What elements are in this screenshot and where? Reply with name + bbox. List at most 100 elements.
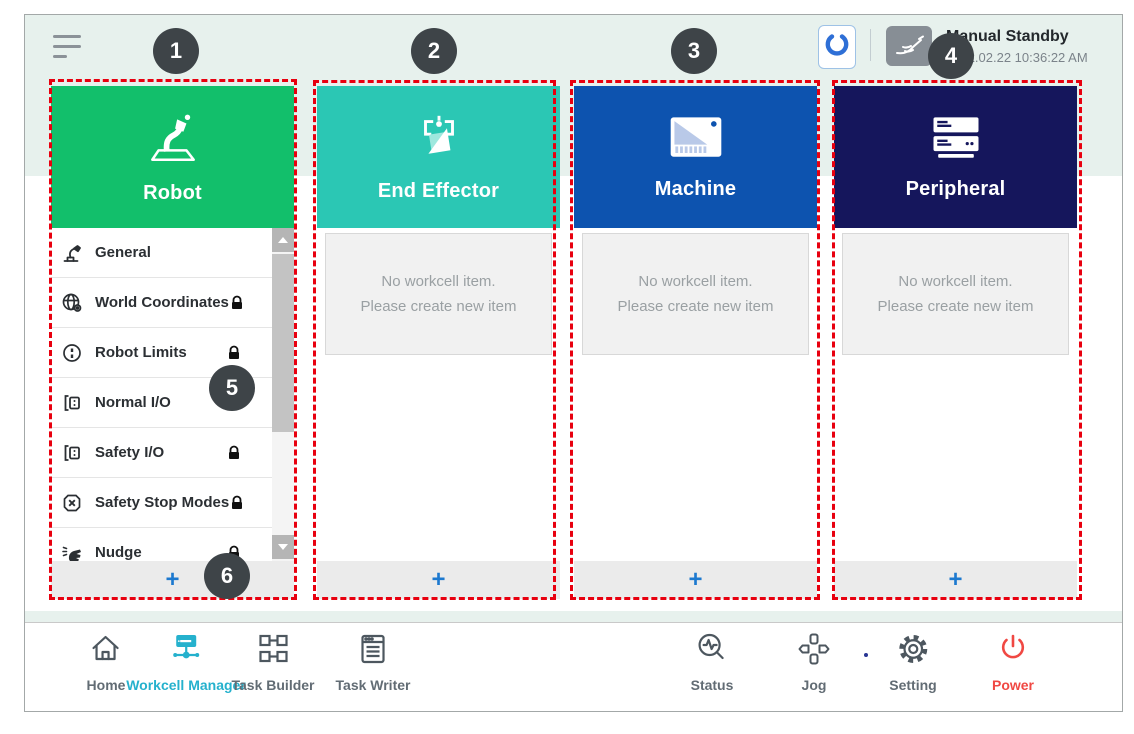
machine-add-item-button[interactable]: +	[574, 561, 817, 599]
peripheral-add-item-button[interactable]: +	[834, 561, 1077, 599]
peripheral-column: Peripheral No workcell item. Please crea…	[834, 86, 1077, 599]
list-item-normal-io[interactable]: Normal I/O	[51, 378, 272, 428]
nudge-icon	[61, 542, 87, 561]
empty-workcell-placeholder: No workcell item. Please create new item	[842, 233, 1069, 355]
machine-column: Machine No workcell item. Please create …	[574, 86, 817, 599]
machine-column-header: Machine	[574, 86, 817, 228]
lock-icon	[226, 545, 242, 561]
nav-label: Task Writer	[335, 677, 411, 693]
list-item-robot-limits[interactable]: Robot Limits	[51, 328, 272, 378]
nav-label: Task Builder	[231, 677, 315, 693]
home-icon	[88, 631, 124, 672]
end-effector-item-list: No workcell item. Please create new item	[317, 228, 560, 561]
plus-icon: +	[688, 566, 703, 593]
robot-arm-icon	[144, 109, 202, 172]
empty-line2: Please create new item	[877, 298, 1034, 315]
task-builder-icon	[255, 631, 291, 672]
empty-line1: No workcell item.	[898, 272, 1013, 290]
list-item-safety-stop-modes[interactable]: Safety Stop Modes	[51, 478, 272, 528]
hamburger-menu-icon[interactable]	[53, 35, 83, 61]
topbar-separator	[870, 29, 871, 61]
nav-power[interactable]: Power	[992, 631, 1034, 693]
task-writer-icon	[355, 631, 391, 672]
bottom-navigation-bar: Home Workcell Manager Task	[25, 622, 1122, 711]
scroll-down-button[interactable]	[272, 535, 294, 559]
empty-line1: No workcell item.	[638, 272, 753, 290]
robot-general-icon	[61, 242, 87, 264]
peripheral-item-list: No workcell item. Please create new item	[834, 228, 1077, 561]
end-effector-column-header: End Effector	[317, 86, 560, 228]
robot-status-indicator: Manual Standby 2022.02.22 10:36:22 AM	[946, 28, 1118, 65]
safety-io-icon	[61, 442, 87, 464]
list-item-world-coordinates[interactable]: World Coordinates	[51, 278, 272, 328]
scroll-down-icon	[278, 544, 288, 550]
nav-task-builder[interactable]: Task Builder	[232, 631, 315, 693]
world-coordinates-icon	[61, 292, 87, 314]
list-item-general[interactable]: General	[51, 228, 272, 278]
nav-setting[interactable]: Setting	[889, 631, 937, 693]
list-item-label: Robot Limits	[95, 344, 187, 361]
scrollbar-thumb[interactable]	[272, 254, 294, 432]
annotation-number-2: 2	[411, 28, 457, 74]
nav-jog[interactable]: Jog	[796, 631, 832, 693]
nav-label: Workcell Manager	[126, 677, 246, 693]
jog-dpad-icon	[796, 631, 832, 672]
gripper-mode-button[interactable]	[818, 25, 856, 69]
workcell-manager-icon	[168, 631, 204, 672]
plus-icon: +	[948, 566, 963, 593]
robot-column: Robot General	[51, 86, 294, 599]
empty-line2: Please create new item	[360, 298, 517, 315]
list-item-label: World Coordinates	[95, 294, 229, 311]
nav-status[interactable]: Status	[690, 631, 734, 693]
hand-icon	[893, 30, 925, 63]
machine-icon	[666, 113, 726, 168]
hand-guiding-button[interactable]	[886, 26, 932, 66]
peripheral-column-header: Peripheral	[834, 86, 1077, 228]
power-icon	[995, 631, 1031, 672]
machine-column-title: Machine	[654, 178, 737, 200]
nav-home[interactable]: Home	[87, 631, 125, 693]
app-window: Manual Standby 2022.02.22 10:36:22 AM Ro…	[24, 14, 1123, 712]
robot-column-title: Robot	[143, 182, 202, 204]
robot-limits-icon	[61, 342, 87, 364]
list-item-label: Safety Stop Modes	[95, 494, 230, 511]
lock-icon	[229, 295, 245, 311]
robot-add-item-button[interactable]: +	[51, 561, 294, 599]
scroll-up-button[interactable]	[272, 228, 294, 252]
list-item-label: Normal I/O	[95, 394, 171, 411]
end-effector-column-title: End Effector	[377, 180, 500, 202]
normal-io-icon	[61, 392, 87, 414]
server-rack-icon	[926, 113, 986, 168]
scroll-up-icon	[278, 237, 288, 243]
annotation-number-3: 3	[671, 28, 717, 74]
robot-mode-label: Manual Standby	[946, 28, 1069, 45]
nav-label: Power	[991, 677, 1035, 693]
system-timestamp: 2022.02.22 10:36:22 AM	[946, 50, 1088, 65]
gripper-icon	[411, 111, 467, 170]
list-item-label: Nudge	[95, 544, 142, 561]
robot-item-list: General World Coordinates	[51, 228, 294, 561]
lock-icon	[229, 495, 245, 511]
list-item-label: Safety I/O	[95, 444, 165, 461]
gear-icon	[895, 631, 931, 672]
status-monitor-icon	[694, 631, 730, 672]
nav-task-writer[interactable]: Task Writer	[335, 631, 411, 693]
empty-workcell-placeholder: No workcell item. Please create new item	[582, 233, 809, 355]
nav-label: Jog	[801, 677, 827, 693]
cursor-dot	[864, 653, 868, 657]
list-item-nudge[interactable]: Nudge	[51, 528, 272, 561]
empty-workcell-placeholder: No workcell item. Please create new item	[325, 233, 552, 355]
plus-icon: +	[165, 566, 180, 593]
nav-label: Status	[690, 677, 734, 693]
nav-label: Setting	[889, 677, 937, 693]
list-item-safety-io[interactable]: Safety I/O	[51, 428, 272, 478]
machine-item-list: No workcell item. Please create new item	[574, 228, 817, 561]
plus-icon: +	[431, 566, 446, 593]
peripheral-column-title: Peripheral	[905, 178, 1006, 200]
nav-workcell-manager[interactable]: Workcell Manager	[126, 631, 246, 693]
end-effector-add-item-button[interactable]: +	[317, 561, 560, 599]
empty-line2: Please create new item	[617, 298, 774, 315]
robot-list-scrollbar[interactable]	[272, 228, 294, 561]
annotation-number-1: 1	[153, 28, 199, 74]
empty-line1: No workcell item.	[381, 272, 496, 290]
